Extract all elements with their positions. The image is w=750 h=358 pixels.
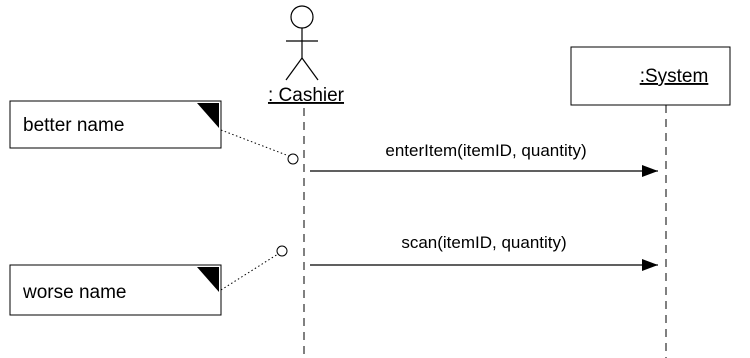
note-better-name: better name: [9, 100, 222, 149]
note-worse-name: worse name: [9, 264, 222, 316]
note-worse-name-connector: [220, 253, 279, 291]
note-better-name-box: [9, 100, 222, 149]
cashier-participant-label: : Cashier: [268, 85, 345, 106]
note-better-name-anchor: [287, 153, 299, 165]
system-participant-label: :System: [640, 66, 709, 87]
note-worse-name-text: worse name: [22, 282, 127, 303]
message-label-scan: scan(itemID, quantity): [401, 233, 566, 252]
cashier-actor-icon: [285, 5, 319, 81]
note-worse-name-corner: [197, 267, 219, 292]
note-worse-name-anchor: [276, 245, 288, 257]
note-better-name-corner: [197, 103, 219, 128]
note-worse-name-box: [9, 264, 222, 316]
note-better-name-connector: [220, 129, 290, 157]
system-participant-box: [570, 46, 731, 106]
note-better-name-text: better name: [23, 115, 124, 136]
message-label-enter-item: enterItem(itemID, quantity): [385, 141, 586, 160]
